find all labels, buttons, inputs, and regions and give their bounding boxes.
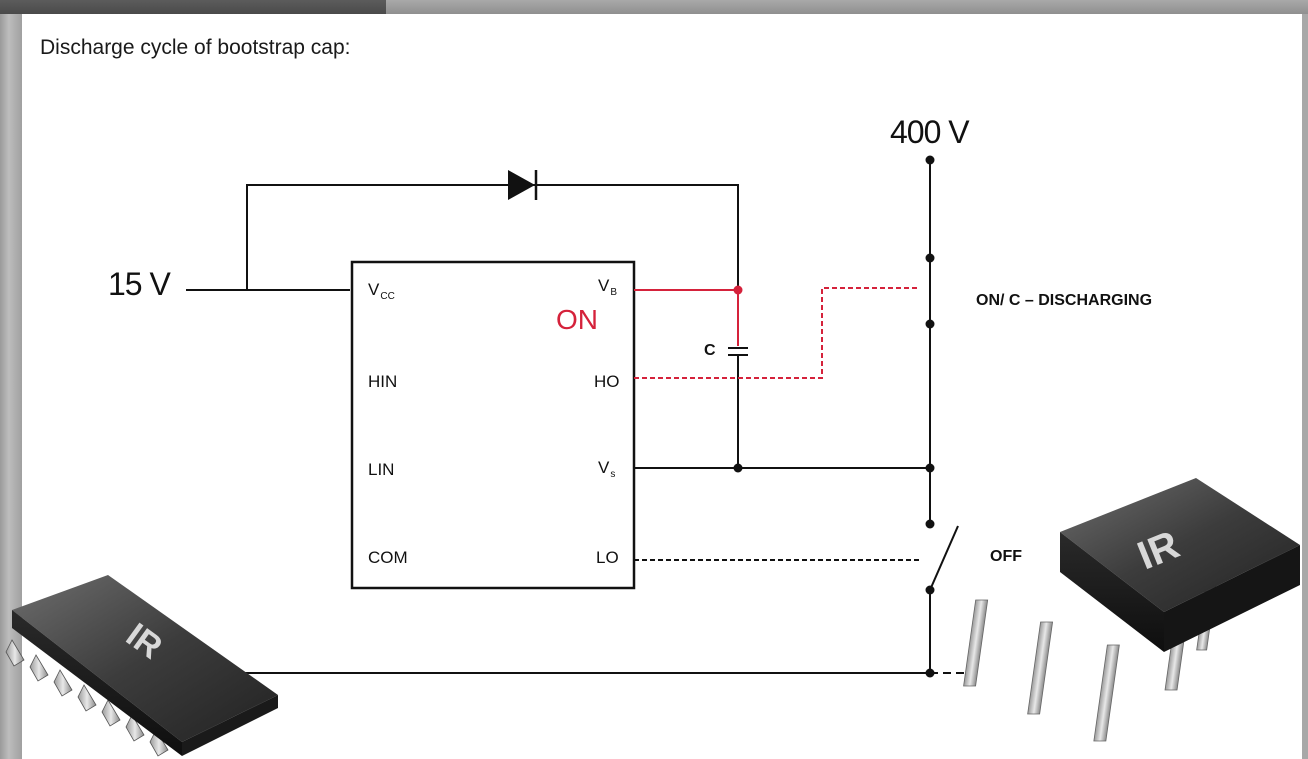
slide-panel [22, 14, 1302, 759]
vb-junction [733, 285, 743, 295]
high-side-status: ON/ C – DISCHARGING [976, 292, 1153, 309]
capacitor-label: C [704, 342, 716, 359]
vs-junction-cap [733, 463, 743, 473]
pin-vb-label: VB [598, 276, 618, 298]
pin-vs-label: Vs [598, 458, 616, 480]
pin-vcc-label: VCC [368, 280, 395, 302]
driver-ic-box [350, 260, 636, 590]
ls-switch-blade [929, 525, 959, 591]
hs-switch-bottom [925, 319, 935, 329]
ic-state-label: ON [556, 304, 598, 335]
top-bar-light [386, 0, 1308, 14]
pin-lin-label: LIN [368, 460, 395, 479]
left-frame-bar [0, 14, 22, 759]
pin-lo-label: LO [596, 548, 619, 567]
hs-switch-top [925, 253, 935, 263]
pin-hin-label: HIN [368, 372, 398, 391]
ground-junction [925, 668, 935, 678]
hv-supply-label: 400 V [890, 114, 970, 150]
bootstrap-wire [246, 184, 739, 290]
slide-heading: Discharge cycle of bootstrap cap: [40, 36, 351, 59]
ho-gate-wire-active [634, 287, 920, 379]
ls-switch-top [925, 519, 935, 529]
pin-ho-label: HO [594, 372, 620, 391]
hv-node-top [925, 155, 935, 165]
low-side-status: OFF [990, 548, 1022, 565]
top-bar-dark [0, 0, 386, 14]
soic-chip-icon: IR [5, 575, 278, 757]
right-frame-bar [1302, 14, 1308, 759]
vcc-supply-label: 15 V [108, 266, 171, 302]
dip-chip-icon: IR [963, 478, 1300, 742]
diode-icon [508, 170, 535, 200]
pin-com-label: COM [368, 548, 408, 567]
